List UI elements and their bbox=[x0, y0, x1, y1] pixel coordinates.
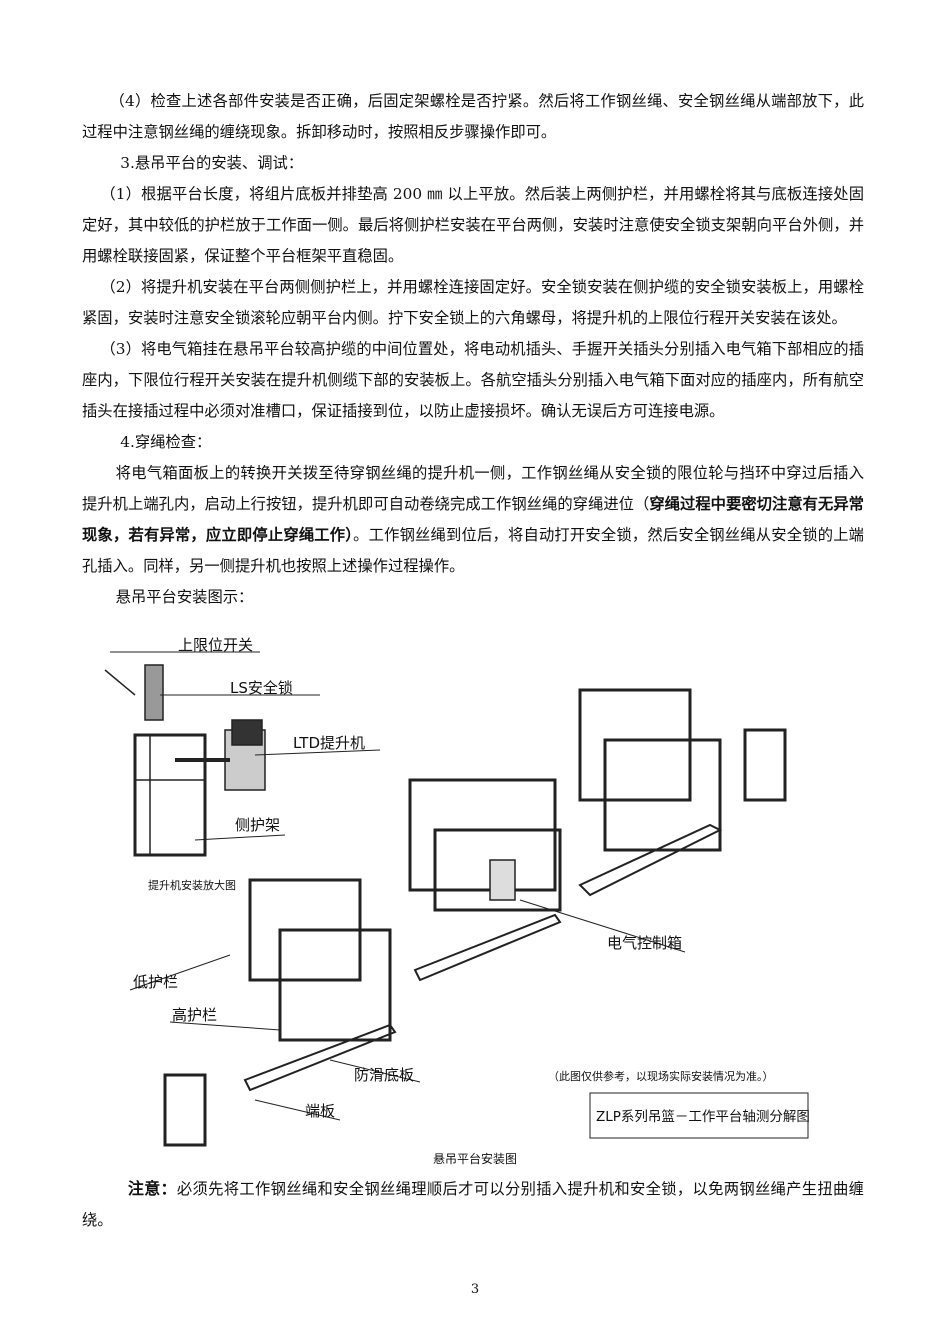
paragraph-4-check: （4）检查上述各部件安装是否正确，后固定架螺栓是否拧紧。然后将工作钢丝绳、安全钢… bbox=[82, 92, 864, 141]
label-ls-safety-lock: LS安全锁 bbox=[230, 679, 293, 697]
label-hoist-detail: 提升机安装放大图 bbox=[148, 878, 236, 892]
platform-exploded-diagram: 上限位开关 LS安全锁 LTD提升机 侧护架 提升机安装放大图 电气控制箱 低护… bbox=[104, 636, 810, 1147]
label-upper-limit-switch: 上限位开关 bbox=[178, 636, 253, 654]
threading-warning: 穿绳过程中要密切注意有无异常现象，若有异常，应立即停止穿绳工作） bbox=[82, 495, 864, 544]
figure-title: ZLP系列吊篮－工作平台轴测分解图 bbox=[596, 1109, 810, 1125]
figure-disclaimer: （此图仅供参考，以现场实际安装情况为准。） bbox=[548, 1069, 774, 1083]
page-number: 3 bbox=[470, 1282, 480, 1297]
hoist-detail-drawing bbox=[104, 664, 266, 857]
note-text: 必须先将工作钢丝绳和安全钢丝绳理顺后才可以分别插入提升机和安全锁，以免两钢丝绳产… bbox=[82, 1180, 864, 1229]
label-side-frame: 侧护架 bbox=[235, 816, 280, 834]
label-anti-slip-floor: 防滑底板 bbox=[354, 1066, 414, 1084]
paragraph-2: （2）将提升机安装在平台两侧侧护栏上，并用螺栓连接固定好。安全锁安装在侧护缆的安… bbox=[82, 278, 864, 327]
threading-text-cont: 。工作钢丝绳到位后，将自动打开安全锁，然后安全钢丝绳从安全锁的上端孔插入。同样，… bbox=[82, 526, 864, 575]
threading-paragraph: 将电气箱面板上的转换开关拨至待穿钢丝绳的提升机一侧，工作钢丝绳从安全锁的限位轮与… bbox=[82, 458, 864, 582]
label-high-rail: 高护栏 bbox=[172, 1006, 217, 1024]
section-heading-4: 4.穿绳检查： bbox=[120, 433, 212, 451]
label-low-rail: 低护栏 bbox=[133, 973, 178, 991]
body-text: （4）检查上述各部件安装是否正确，后固定架螺栓是否拧紧。然后将工作钢丝绳、安全钢… bbox=[82, 86, 864, 613]
control-box-drawing bbox=[489, 859, 516, 901]
paragraph-1: （1）根据平台长度，将组片底板并排垫高 200 ㎜ 以上平放。然后装上两侧护栏，… bbox=[82, 185, 864, 265]
threading-text: 将电气箱面板上的转换开关拨至待穿钢丝绳的提升机一侧，工作钢丝绳从安全锁的限位轮与… bbox=[82, 464, 864, 513]
paragraph-3: （3）将电气箱挂在悬吊平台较高护缆的中间位置处，将电动机插头、手握开关插头分别插… bbox=[82, 340, 864, 420]
label-ltd-hoist: LTD提升机 bbox=[293, 734, 365, 752]
section-heading-3: 3.悬吊平台的安装、调试： bbox=[120, 154, 304, 172]
figure-caption: 悬吊平台安装图 bbox=[432, 1152, 517, 1166]
note-label: 注意： bbox=[127, 1179, 177, 1198]
rails bbox=[163, 688, 787, 1147]
figure-intro: 悬吊平台安装图示： bbox=[115, 588, 254, 606]
floor-plates bbox=[243, 823, 723, 1092]
note-paragraph: 注意：必须先将工作钢丝绳和安全钢丝绳理顺后才可以分别插入提升机和安全锁，以免两钢… bbox=[82, 1173, 864, 1236]
label-end-plate: 端板 bbox=[305, 1102, 335, 1120]
label-control-box: 电气控制箱 bbox=[607, 934, 682, 952]
